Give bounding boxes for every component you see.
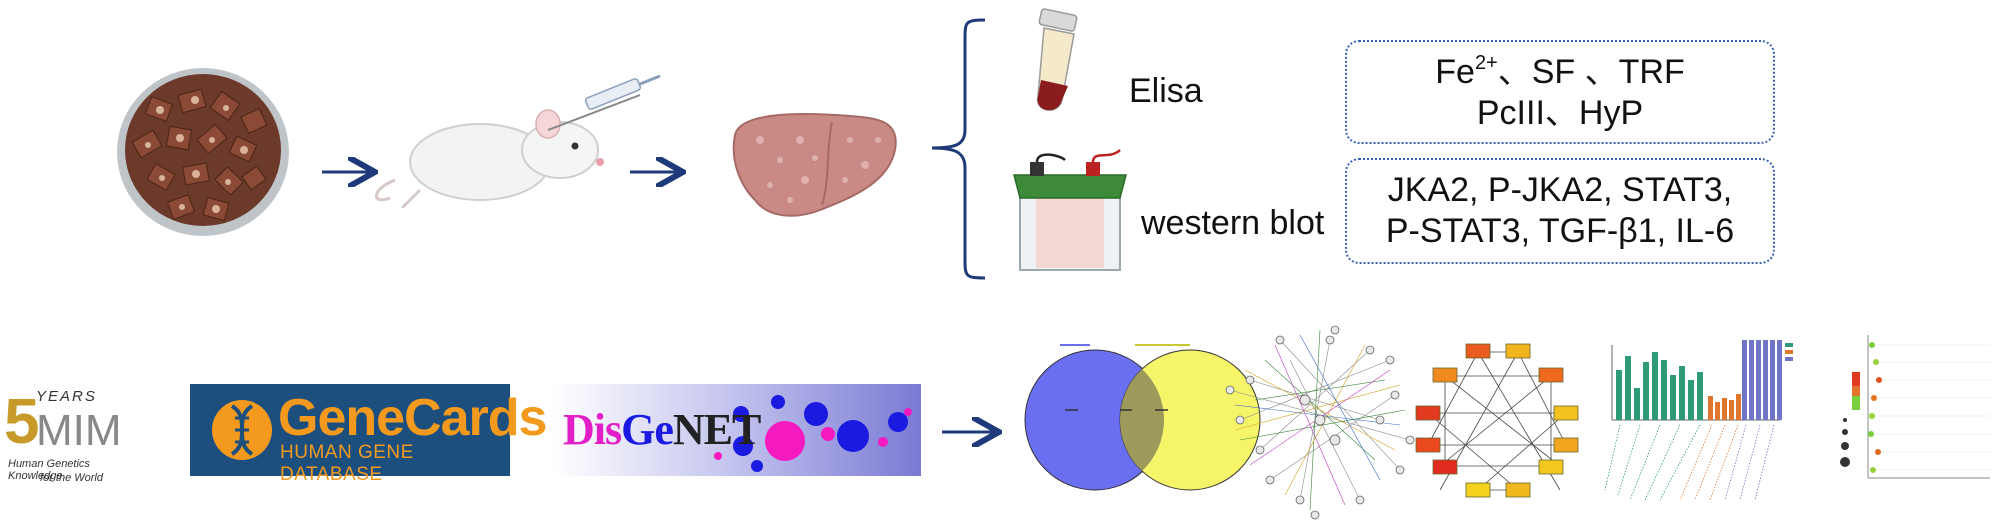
omim-fifty: 5 [4, 385, 40, 457]
omim-tagline-1: Human Genetics Knowledge [8, 458, 90, 482]
western-markers-line1: JKA2, P-JKA2, STAT3, [1387, 171, 1733, 210]
western-blot-apparatus-icon [1013, 149, 1127, 271]
venn-diagram-thumbnail [1024, 344, 1261, 491]
omim-mim: MIM [36, 406, 122, 455]
liver-icon [732, 113, 897, 217]
elisa-label: Elisa [1129, 72, 1203, 110]
curly-brace [931, 18, 986, 280]
disgenet-wordmark: DisGeNET [563, 405, 761, 454]
dna-icon [212, 400, 272, 460]
mouse-injection-icon [374, 74, 661, 209]
disgenet-background [553, 384, 921, 476]
western-markers-box: JKA2, P-JKA2, STAT3, P-STAT3, TGF-β1, IL… [1345, 158, 1775, 264]
disgenet-logo: DisGeNET [553, 384, 921, 476]
hub-gene-network-thumbnail [1415, 343, 1579, 498]
genecards-title: GeneCards [278, 389, 547, 447]
elisa-markers-line2: PcIII、HyP [1476, 93, 1644, 132]
omim-logo: 5 YEARS MIM Human Genetics Knowledge for… [2, 384, 142, 494]
elisa-markers-line1: Fe2+、SF 、TRF [1435, 51, 1685, 91]
western-blot-label: western blot [1141, 204, 1325, 242]
go-enrichment-bar-thumbnail [1604, 340, 1793, 501]
herb-bowl-icon [117, 68, 289, 236]
omim-years: YEARS [36, 388, 97, 405]
kegg-bubble-thumbnail [1840, 335, 1990, 479]
western-markers-line2: P-STAT3, TGF-β1, IL-6 [1385, 212, 1735, 250]
omim-tagline-2: for the World [40, 472, 103, 484]
blood-tube-icon [1036, 8, 1078, 111]
elisa-markers-box: Fe2+、SF 、TRF PcIII、HyP [1345, 40, 1775, 144]
ppi-network-thumbnail [1225, 325, 1415, 520]
genecards-logo: GeneCards HUMAN GENE DATABASE [190, 384, 547, 485]
genecards-subtitle: HUMAN GENE DATABASE [280, 442, 414, 485]
